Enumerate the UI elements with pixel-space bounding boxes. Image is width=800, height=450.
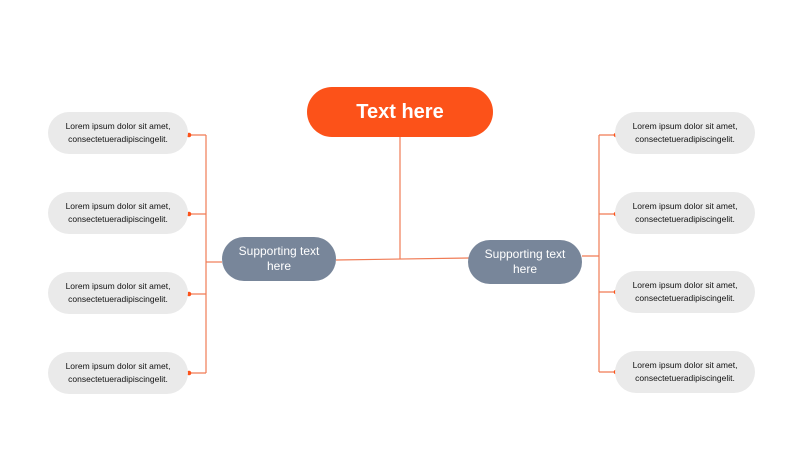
right-support-node: Supporting text here [468, 240, 582, 284]
right-leaf-label-1: Lorem ipsum dolor sit amet, consectetuer… [632, 121, 738, 144]
left-leaf-label-2: Lorem ipsum dolor sit amet, consectetuer… [65, 201, 171, 224]
right-leaf-label-2: Lorem ipsum dolor sit amet, consectetuer… [632, 201, 738, 224]
left-leaf-label-3: Lorem ipsum dolor sit amet, consectetuer… [65, 281, 171, 304]
right-leaf-label-3: Lorem ipsum dolor sit amet, consectetuer… [632, 280, 738, 303]
right-leaf-node-4: Lorem ipsum dolor sit amet, consectetuer… [615, 351, 755, 393]
left-leaf-label-1: Lorem ipsum dolor sit amet, consectetuer… [65, 121, 171, 144]
left-leaf-node-4: Lorem ipsum dolor sit amet, consectetuer… [48, 352, 188, 394]
left-support-node: Supporting text here [222, 237, 336, 281]
right-leaf-node-2: Lorem ipsum dolor sit amet, consectetuer… [615, 192, 755, 234]
left-leaf-node-3: Lorem ipsum dolor sit amet, consectetuer… [48, 272, 188, 314]
right-leaf-label-4: Lorem ipsum dolor sit amet, consectetuer… [632, 360, 738, 383]
branch-link-line [335, 257, 470, 261]
left-leaf-label-4: Lorem ipsum dolor sit amet, consectetuer… [65, 361, 171, 384]
root-label: Text here [356, 100, 444, 123]
left-leaf-node-1: Lorem ipsum dolor sit amet, consectetuer… [48, 112, 188, 154]
left-support-label: Supporting text here [238, 244, 320, 273]
right-leaf-node-1: Lorem ipsum dolor sit amet, consectetuer… [615, 112, 755, 154]
left-leaf-node-2: Lorem ipsum dolor sit amet, consectetuer… [48, 192, 188, 234]
right-support-label: Supporting text here [484, 247, 566, 276]
root-node: Text here [307, 87, 493, 137]
right-leaf-node-3: Lorem ipsum dolor sit amet, consectetuer… [615, 271, 755, 313]
